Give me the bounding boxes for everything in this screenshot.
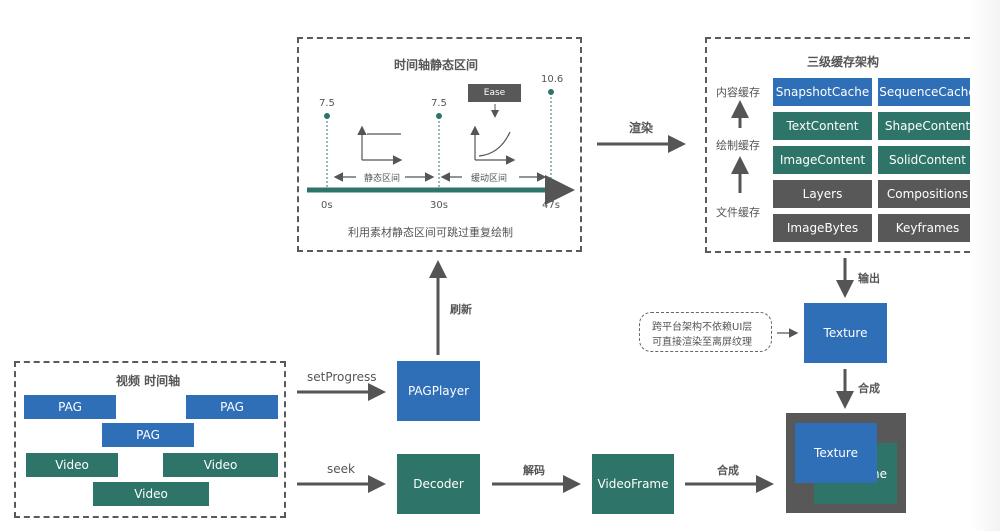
- track-pag-2: PAG: [186, 395, 278, 419]
- video-frame-box: VideoFrame: [592, 454, 674, 514]
- track-pag-1: PAG: [24, 395, 116, 419]
- keyframe-dot-2: [548, 89, 554, 95]
- refresh-label: 刷新: [450, 303, 472, 316]
- cache-sequence-cache: SequenceCache: [878, 78, 977, 106]
- composite-horizontal-label: 合成: [717, 464, 739, 477]
- cache-compositions: Compositions: [878, 180, 977, 208]
- track-video-1: Video: [26, 453, 118, 477]
- cache-solid-content: SolidContent: [878, 146, 977, 174]
- cache-image-bytes: ImageBytes: [773, 214, 872, 242]
- ease-curve-icon: [470, 125, 516, 165]
- cache-level-draw: 绘制缓存: [716, 139, 760, 152]
- right-edge-shade: [970, 0, 1000, 531]
- timeline-static-title: 时间轴静态区间: [394, 58, 479, 72]
- keyframe-value-2: 10.6: [541, 74, 564, 85]
- track-video-2: Video: [163, 453, 278, 477]
- cache-keyframes: Keyframes: [878, 214, 977, 242]
- seek-label: seek: [327, 462, 355, 476]
- track-pag-3: PAG: [102, 423, 194, 447]
- note-line-2: 可直接渲染至离屏纹理: [652, 337, 752, 348]
- track-video-3: Video: [93, 482, 209, 506]
- cross-platform-note: 跨平台架构不依赖UI层 可直接渲染至离屏纹理: [639, 312, 772, 352]
- keyframe-value-1: 7.5: [431, 98, 447, 109]
- final-texture-box: Texture: [795, 423, 877, 483]
- video-timeline-panel: [14, 361, 286, 518]
- decoder-box: Decoder: [397, 454, 480, 514]
- cache-text-content: TextContent: [773, 112, 872, 140]
- static-range-label: 静态区间: [364, 174, 401, 184]
- set-progress-label: setProgress: [307, 370, 377, 384]
- keyframe-time-2: 47s: [542, 200, 560, 211]
- ease-range-label: 缓动区间: [471, 174, 508, 184]
- composite-vertical-label: 合成: [858, 382, 880, 395]
- texture-box: Texture: [804, 303, 887, 363]
- ease-badge: Ease: [468, 84, 521, 102]
- render-label: 渲染: [629, 121, 654, 135]
- static-curve-icon: [357, 125, 403, 165]
- keyframe-dot-1: [436, 113, 442, 119]
- timeline-static-caption: 利用素材静态区间可跳过重复绘制: [348, 226, 513, 239]
- cache-shape-content: ShapeContent: [878, 112, 977, 140]
- keyframe-time-0: 0s: [321, 200, 333, 211]
- decode-label: 解码: [523, 464, 545, 477]
- keyframe-value-0: 7.5: [319, 98, 335, 109]
- pag-player-box: PAGPlayer: [397, 361, 480, 421]
- keyframe-time-1: 30s: [430, 200, 448, 211]
- cache-title: 三级缓存架构: [807, 55, 880, 69]
- cache-level-content: 内容缓存: [716, 86, 760, 99]
- timeline-static-panel: [297, 37, 582, 252]
- cache-level-file: 文件缓存: [716, 206, 760, 219]
- keyframe-dot-0: [324, 113, 330, 119]
- note-line-1: 跨平台架构不依赖UI层: [652, 322, 753, 333]
- cache-snapshot-cache: SnapshotCache: [773, 78, 872, 106]
- cache-image-content: ImageContent: [773, 146, 872, 174]
- video-timeline-title: 视频 时间轴: [116, 374, 181, 388]
- cache-layers: Layers: [773, 180, 872, 208]
- output-label: 输出: [858, 272, 880, 285]
